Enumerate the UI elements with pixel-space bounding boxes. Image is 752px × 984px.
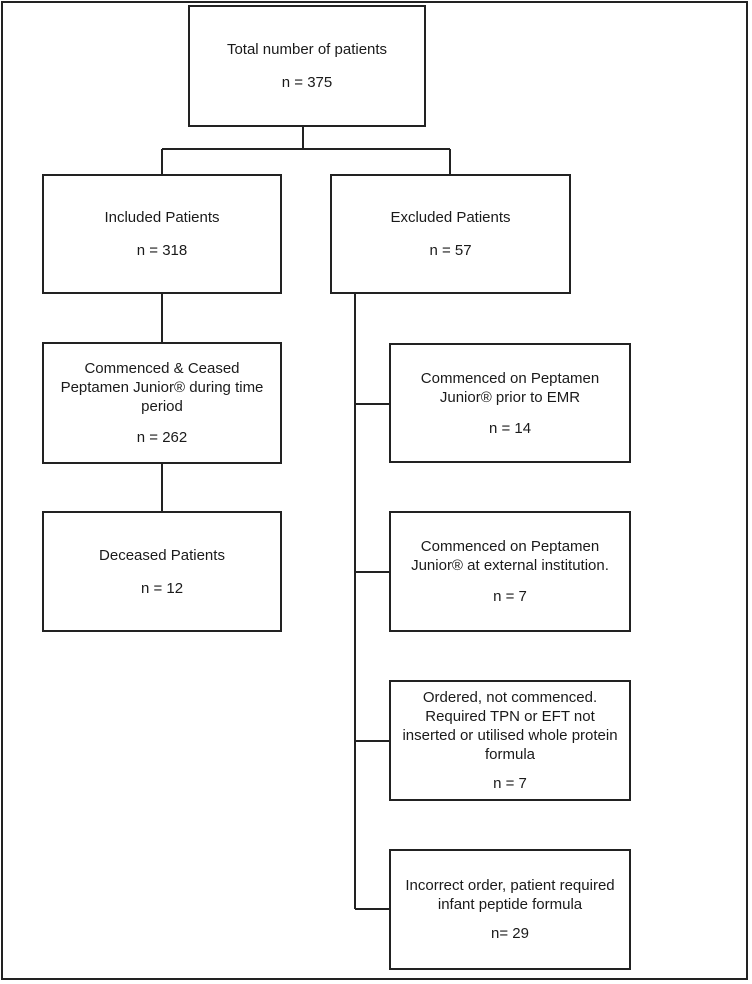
not-commenced-label: Ordered, not commenced. Required TPN or … — [402, 689, 618, 763]
excluded-patients-box: Excluded Patients n = 57 — [330, 174, 571, 294]
deceased-patients-label: Deceased Patients — [99, 546, 225, 564]
not-commenced-box: Ordered, not commenced. Required TPN or … — [389, 680, 631, 801]
prior-emr-box: Commenced on Peptamen Junior® prior to E… — [389, 343, 631, 463]
excluded-patients-count: n = 57 — [429, 242, 472, 259]
incorrect-order-label: Incorrect order, patient required infant… — [405, 877, 615, 913]
deceased-patients-box: Deceased Patients n = 12 — [42, 511, 282, 632]
included-patients-box: Included Patients n = 318 — [42, 174, 282, 294]
deceased-patients-count: n = 12 — [140, 579, 184, 597]
incorrect-order-count: n= 29 — [491, 925, 529, 942]
total-patients-box: Total number of patients n = 375 — [188, 5, 426, 127]
commenced-ceased-count: n = 262 — [136, 429, 188, 446]
total-patients-label: Total number of patients — [226, 41, 388, 58]
incorrect-order-box: Incorrect order, patient required infant… — [389, 849, 631, 970]
commenced-ceased-box: Commenced & Ceased Peptamen Junior® duri… — [42, 342, 282, 464]
prior-emr-count: n = 14 — [488, 419, 532, 437]
excluded-patients-label: Excluded Patients — [390, 209, 511, 226]
included-patients-count: n = 318 — [136, 242, 188, 259]
total-patients-count: n = 375 — [281, 74, 333, 91]
commenced-ceased-label: Commenced & Ceased Peptamen Junior® duri… — [60, 360, 264, 415]
external-institution-count: n = 7 — [493, 588, 527, 605]
external-institution-label: Commenced on Peptamen Junior® at externa… — [411, 538, 609, 574]
included-patients-label: Included Patients — [104, 209, 220, 226]
external-institution-box: Commenced on Peptamen Junior® at externa… — [389, 511, 631, 632]
not-commenced-count: n = 7 — [493, 775, 527, 792]
prior-emr-label: Commenced on Peptamen Junior® prior to E… — [420, 369, 600, 406]
